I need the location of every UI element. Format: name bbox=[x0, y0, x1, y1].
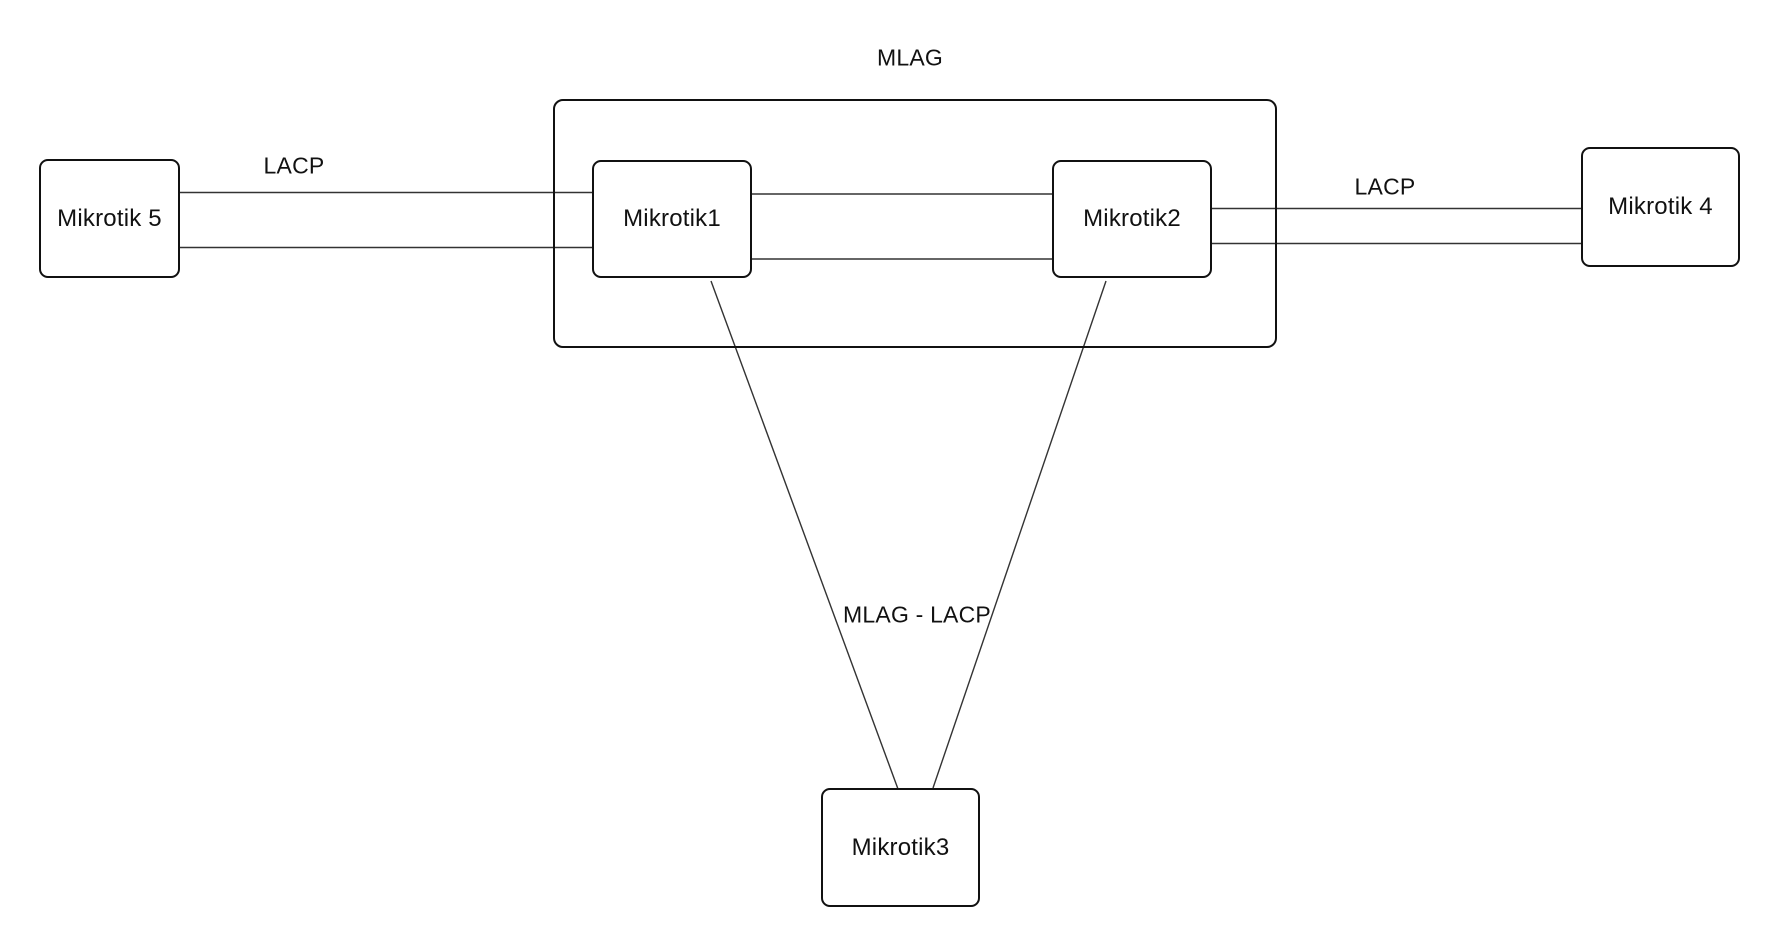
node-mikrotik3-label: Mikrotik3 bbox=[851, 833, 950, 861]
node-mikrotik1-label: Mikrotik1 bbox=[623, 205, 721, 232]
link-mikrotik2-mikrotik3-line bbox=[932, 280, 1107, 789]
mlag-group-container bbox=[553, 99, 1277, 348]
node-mikrotik2-label: Mikrotik2 bbox=[1083, 205, 1181, 232]
edge-label-lacp-left: LACP bbox=[263, 152, 325, 179]
node-mikrotik5-label: Mikrotik 5 bbox=[57, 204, 162, 232]
mlag-group-label: MLAG bbox=[877, 44, 943, 71]
link-mikrotik1-mikrotik3-line bbox=[710, 280, 899, 790]
node-mikrotik4: Mikrotik 4 bbox=[1581, 147, 1740, 267]
node-mikrotik5: Mikrotik 5 bbox=[39, 159, 180, 278]
node-mikrotik1: Mikrotik1 bbox=[592, 160, 752, 278]
edge-label-lacp-right: LACP bbox=[1354, 173, 1416, 200]
node-mikrotik2: Mikrotik2 bbox=[1052, 160, 1212, 278]
node-mikrotik4-label: Mikrotik 4 bbox=[1608, 193, 1713, 220]
edge-label-mlag-lacp: MLAG - LACP bbox=[843, 601, 991, 628]
node-mikrotik3: Mikrotik3 bbox=[821, 788, 980, 907]
